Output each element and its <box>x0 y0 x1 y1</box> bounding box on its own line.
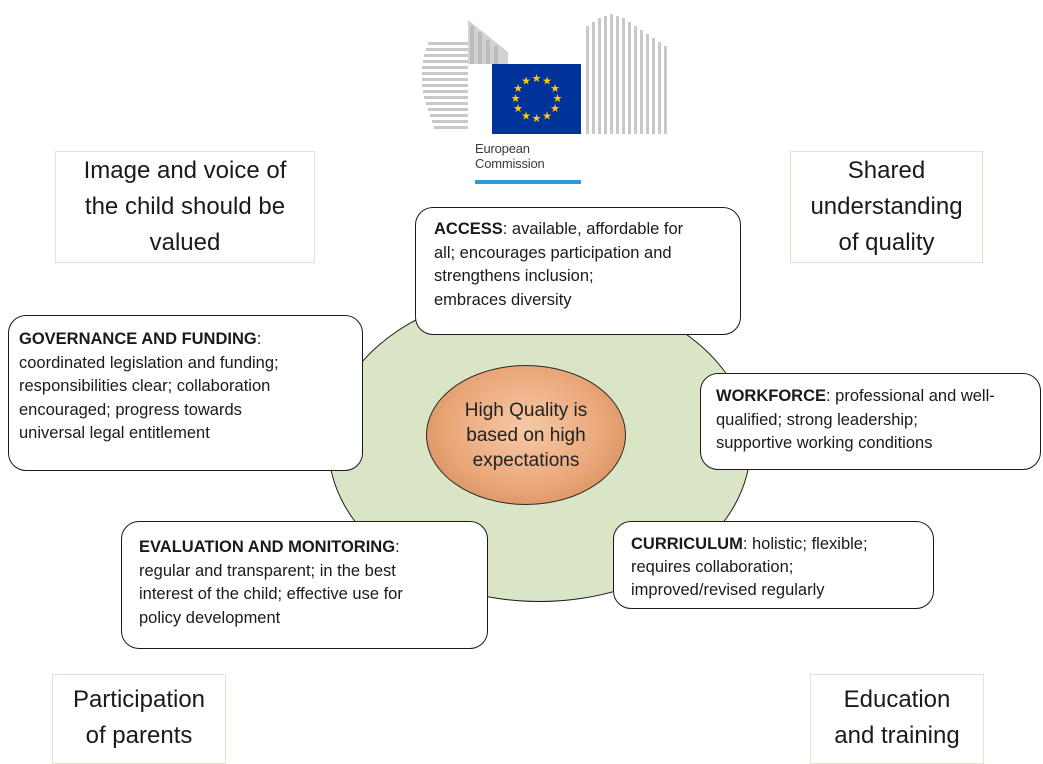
evaluation-text: : <box>395 538 400 556</box>
evaluation-title: EVALUATION AND MONITORING <box>139 538 396 556</box>
access-text: strengthens inclusion; <box>434 267 594 285</box>
corner-text-line: Education <box>843 686 951 713</box>
access-text: all; encourages participation and <box>434 243 672 262</box>
svg-text:★: ★ <box>553 92 563 105</box>
workforce-text: qualified; strong leadership; <box>716 410 918 429</box>
access-text: embraces diversity <box>434 290 572 309</box>
european-commission-logo: ★ ★ ★ ★ ★ ★ ★ ★ ★ ★ ★ ★ European Commiss… <box>418 12 680 187</box>
svg-text:★: ★ <box>511 92 521 105</box>
svg-text:★: ★ <box>532 112 542 125</box>
corner-text-line: Participation <box>72 686 206 713</box>
svg-text:★: ★ <box>550 102 560 115</box>
evaluation-text: policy development <box>139 608 281 627</box>
curriculum-text: : holistic; flexible; <box>742 535 868 553</box>
logo-graphic: ★ ★ ★ ★ ★ ★ ★ ★ ★ ★ ★ ★ <box>422 14 667 184</box>
corner-box-education-training: Education and training <box>810 674 984 764</box>
corner-text-line: the child should be <box>84 193 286 220</box>
corner-text-line: understanding <box>810 193 963 220</box>
svg-text:★: ★ <box>550 82 560 95</box>
corner-text-line: of quality <box>838 229 935 256</box>
corner-box-participation-parents: Participation of parents <box>52 674 226 764</box>
svg-text:★: ★ <box>532 72 542 85</box>
access-box: ACCESS: available, affordable for all; e… <box>415 207 741 335</box>
workforce-text: : professional and well- <box>826 387 995 405</box>
corner-text-line: of parents <box>85 722 193 749</box>
svg-text:★: ★ <box>542 75 552 88</box>
curriculum-text: requires collaboration; <box>631 558 794 576</box>
svg-text:★: ★ <box>513 102 523 115</box>
curriculum-text: improved/revised regularly <box>631 581 825 599</box>
governance-text: responsibilities clear; collaboration <box>19 377 271 395</box>
governance-text: coordinated legislation and funding; <box>19 353 279 372</box>
access-title: ACCESS <box>434 220 503 238</box>
curriculum-title: CURRICULUM <box>631 535 743 553</box>
evaluation-text: interest of the child; effective use for <box>139 585 403 603</box>
governance-funding-box: GOVERNANCE AND FUNDING: coordinated legi… <box>8 315 363 471</box>
center-ellipse-high-quality: High Quality is based on high expectatio… <box>426 365 626 505</box>
evaluation-monitoring-box: EVALUATION AND MONITORING: regular and t… <box>121 521 488 649</box>
logo-text-line1: European <box>475 141 530 156</box>
svg-text:★: ★ <box>521 110 531 123</box>
corner-box-shared-understanding: Shared understanding of quality <box>790 151 983 263</box>
governance-text: encouraged; progress towards <box>19 400 242 419</box>
workforce-title: WORKFORCE <box>716 387 826 405</box>
curriculum-box: CURRICULUM: holistic; flexible; requires… <box>613 521 934 609</box>
corner-box-image-voice-child: Image and voice of the child should be v… <box>55 151 315 263</box>
workforce-box: WORKFORCE: professional and well- qualif… <box>700 373 1041 470</box>
workforce-text: supportive working conditions <box>716 434 933 452</box>
center-text: High Quality is based on high expectatio… <box>464 399 588 471</box>
svg-text:★: ★ <box>521 75 531 88</box>
evaluation-text: regular and transparent; in the best <box>139 561 396 580</box>
access-text: : available, affordable for <box>502 220 684 238</box>
governance-text: universal legal entitlement <box>19 424 210 442</box>
corner-text-line: and training <box>834 722 960 749</box>
corner-text-line: Shared <box>847 157 926 184</box>
governance-text: : <box>256 330 262 348</box>
logo-text-line2: Commission <box>475 156 545 171</box>
corner-text-line: valued <box>149 229 221 256</box>
svg-text:★: ★ <box>542 110 552 123</box>
governance-title: GOVERNANCE AND FUNDING <box>19 330 257 348</box>
corner-text-line: Image and voice of <box>83 157 287 184</box>
svg-text:★: ★ <box>513 82 523 95</box>
